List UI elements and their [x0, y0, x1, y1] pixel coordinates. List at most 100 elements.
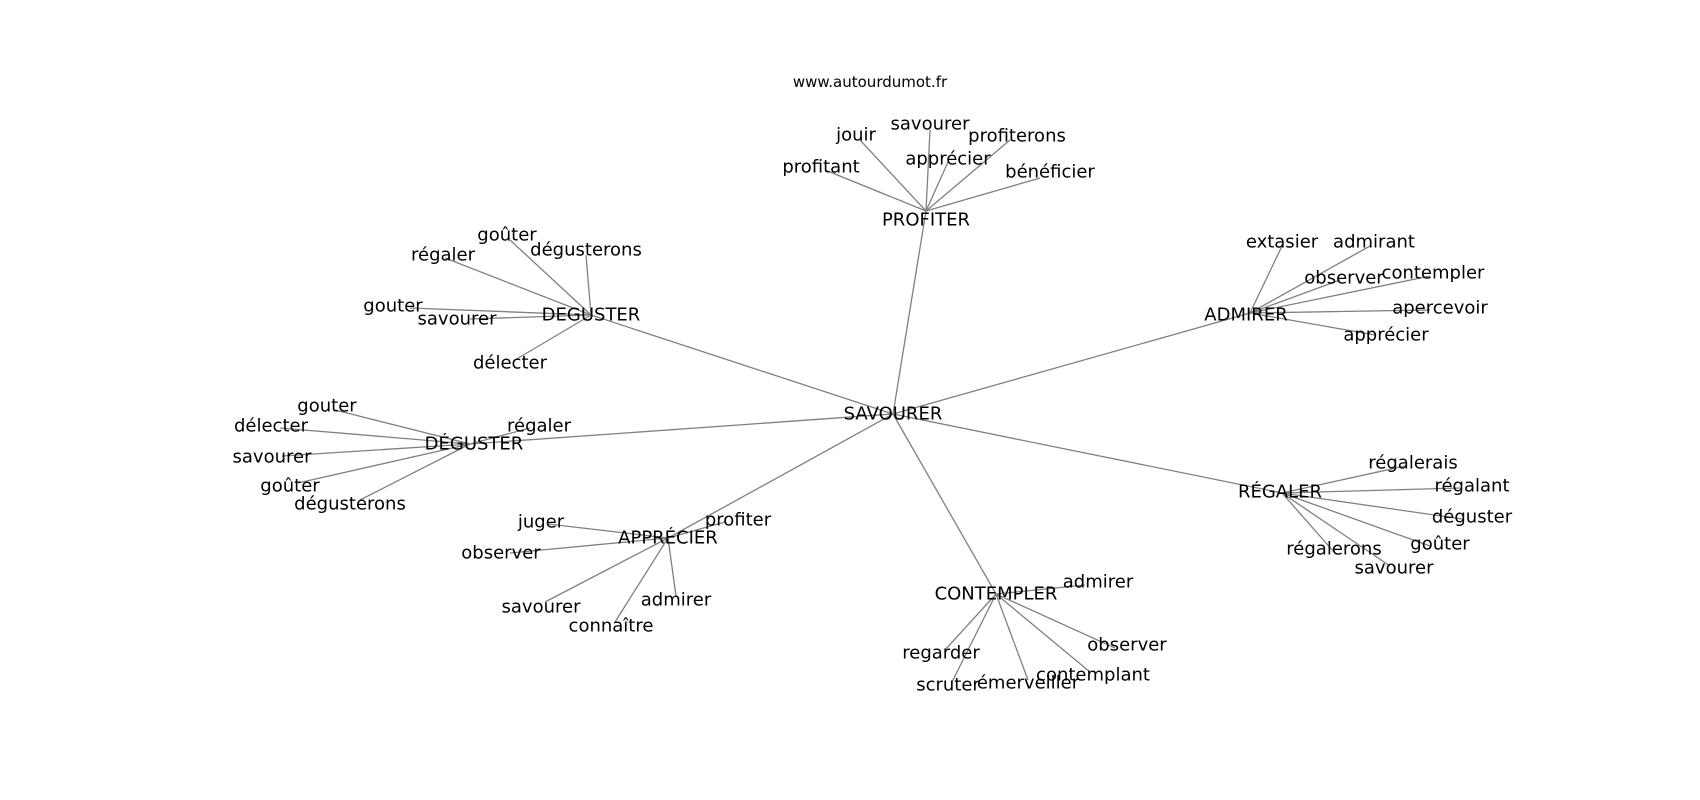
word-label: gouter	[297, 396, 357, 417]
edge-center-to-cluster	[469, 413, 894, 445]
word-label: connaître	[569, 616, 654, 637]
word-label: regarder	[902, 643, 980, 664]
edge-cluster-to-word	[614, 537, 669, 623]
edge-cluster-to-word	[1281, 492, 1431, 547]
edge-cluster-to-word	[469, 427, 531, 445]
edge-cluster-to-word	[279, 427, 471, 445]
edge-cluster-to-word	[409, 307, 592, 316]
word-label: goûter	[1410, 534, 1470, 555]
word-label: savourer	[418, 309, 498, 330]
word-label: observer	[1087, 635, 1167, 656]
cluster-label: DEGUSTER	[542, 305, 641, 326]
edge-cluster-to-word	[1281, 465, 1406, 494]
word-label: goûter	[477, 225, 537, 246]
edge-cluster-to-word	[925, 177, 1041, 212]
word-label: régalerons	[1286, 539, 1381, 560]
edge-cluster-to-word	[1281, 492, 1335, 553]
edge-center-to-cluster	[892, 413, 1283, 494]
edge-center-to-cluster	[667, 413, 894, 539]
edge-cluster-to-word	[1281, 492, 1463, 520]
word-label: apprécier	[1343, 325, 1429, 346]
cluster-label: ADMIRER	[1204, 305, 1287, 326]
word-label: déguster	[1432, 507, 1513, 528]
center-label: SAVOURER	[844, 404, 943, 425]
edge-cluster-to-word	[995, 593, 1091, 673]
word-label: jouir	[835, 125, 876, 146]
word-label: profiterons	[968, 126, 1066, 147]
word-label: observer	[1304, 268, 1384, 289]
edges-layer	[279, 129, 1463, 683]
source-label: www.autourdumot.fr	[793, 73, 948, 91]
edge-cluster-to-word	[359, 443, 471, 501]
word-label: bénéficier	[1005, 162, 1095, 183]
edge-cluster-to-word	[514, 314, 592, 361]
word-label: juger	[517, 512, 565, 533]
word-label: savourer	[502, 597, 582, 618]
edge-cluster-to-word	[1249, 309, 1431, 314]
word-label: scruter	[916, 675, 980, 696]
word-label: goûter	[260, 476, 320, 497]
edge-cluster-to-word	[944, 593, 997, 651]
edge-cluster-to-word	[547, 523, 669, 539]
word-label: apercevoir	[1392, 298, 1488, 319]
edge-cluster-to-word	[925, 129, 931, 212]
edge-cluster-to-word	[297, 443, 471, 484]
edge-cluster-to-word	[1249, 312, 1376, 336]
edge-center-to-cluster	[892, 210, 927, 415]
edge-cluster-to-word	[1281, 492, 1391, 567]
edge-cluster-to-word	[544, 537, 669, 603]
edge-cluster-to-word	[925, 161, 949, 212]
cluster-label: APPRÉCIER	[618, 527, 718, 549]
edge-cluster-to-word	[334, 409, 471, 445]
word-label: profiter	[705, 510, 772, 531]
word-label: profitant	[782, 157, 859, 178]
word-label: apprécier	[905, 149, 991, 170]
edge-cluster-to-word	[995, 593, 1029, 681]
edge-cluster-to-word	[1281, 487, 1461, 494]
edge-cluster-to-word	[1249, 245, 1283, 314]
edge-cluster-to-word	[444, 257, 592, 316]
word-label: admirer	[641, 590, 712, 611]
edge-cluster-to-word	[1249, 279, 1341, 314]
edge-cluster-to-word	[859, 139, 927, 212]
word-label: régalerais	[1368, 453, 1457, 474]
edge-cluster-to-word	[509, 239, 592, 316]
word-label: délecter	[473, 353, 548, 374]
word-label: dégusterons	[530, 240, 642, 261]
word-label: émerveiller	[977, 673, 1080, 694]
edge-cluster-to-word	[1249, 245, 1371, 314]
cluster-label: RÉGALER	[1238, 481, 1322, 503]
cluster-label: PROFITER	[882, 210, 970, 231]
word-label: dégusterons	[294, 494, 406, 515]
edge-cluster-to-word	[824, 169, 927, 212]
edge-cluster-to-word	[667, 537, 677, 597]
edge-cluster-to-word	[995, 584, 1086, 595]
edge-cluster-to-word	[509, 537, 669, 554]
word-label: admirer	[1063, 572, 1134, 593]
word-label: gouter	[363, 296, 423, 317]
edge-cluster-to-word	[281, 443, 471, 457]
edge-cluster-to-word	[585, 254, 592, 316]
edge-cluster-to-word	[925, 139, 1011, 212]
cluster-label: CONTEMPLER	[935, 584, 1058, 605]
edge-cluster-to-word	[995, 593, 1116, 649]
word-label: régalant	[1434, 476, 1509, 497]
word-label: délecter	[234, 416, 309, 437]
word-label: savourer	[1355, 558, 1435, 579]
edge-cluster-to-word	[469, 314, 592, 320]
word-label: savourer	[891, 114, 971, 135]
edge-center-to-cluster	[590, 314, 894, 415]
word-label: régaler	[411, 245, 476, 266]
edge-center-to-cluster	[892, 413, 997, 595]
word-label: extasier	[1246, 232, 1319, 253]
edge-cluster-to-word	[1249, 275, 1431, 314]
cluster-label: DÉGUSTER	[425, 433, 524, 455]
word-label: observer	[461, 543, 541, 564]
word-label: savourer	[233, 447, 313, 468]
word-label: contemplant	[1036, 665, 1150, 686]
word-label: admirant	[1333, 232, 1415, 253]
edge-center-to-cluster	[892, 312, 1251, 415]
edge-cluster-to-word	[951, 593, 997, 683]
